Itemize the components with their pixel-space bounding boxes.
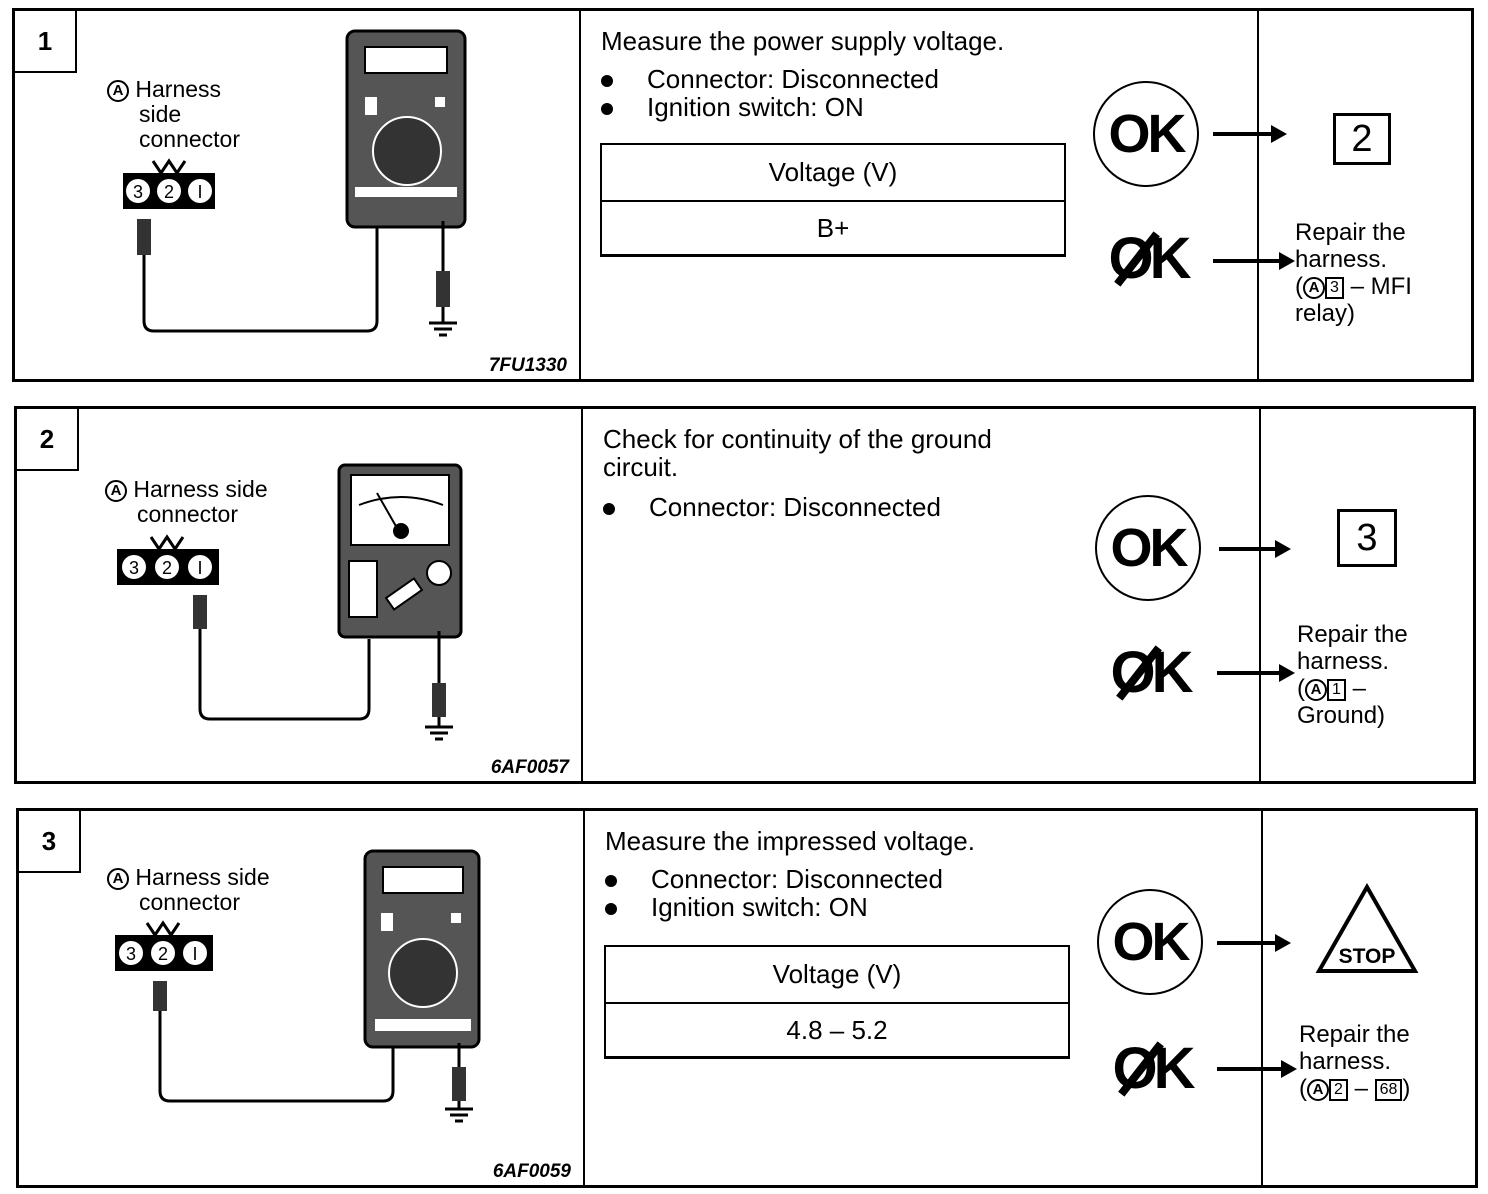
figure-panel: 1 3 2 I A Harness side c <box>15 11 581 379</box>
table-header: Voltage (V) <box>602 145 1064 202</box>
connector-a-mark: A <box>107 867 129 890</box>
figure-code: 6AF0059 <box>492 1161 571 1182</box>
figure-panel: 3 3 2 I A Harness side connector 6AF0059 <box>19 811 585 1185</box>
svg-text:2: 2 <box>162 558 172 578</box>
svg-text:2: 2 <box>158 944 168 964</box>
arrow-icon <box>1217 934 1291 952</box>
ohmmeter-diagram: 3 2 I <box>117 463 463 741</box>
result-divider <box>1257 11 1259 379</box>
arrow-icon <box>1217 1060 1297 1078</box>
ng-icon: OK <box>1110 639 1194 705</box>
table-value: 4.8 – 5.2 <box>786 1014 888 1045</box>
harness-label: A Harness side connector <box>107 865 270 915</box>
harness-label: A Harness side connector <box>105 477 268 527</box>
instruction: Measure the impressed voltage. <box>605 826 975 856</box>
svg-text:2: 2 <box>164 182 174 202</box>
stop-label: STOP <box>1339 945 1396 968</box>
result-divider <box>1259 409 1261 781</box>
figure-code: 6AF0057 <box>490 757 569 778</box>
stop-sign-icon: STOP <box>1315 883 1419 973</box>
step-number: 1 <box>15 11 77 73</box>
svg-text:I: I <box>197 182 202 202</box>
ng-icon: OK <box>1108 225 1192 291</box>
ok-icon: OK <box>1095 495 1201 601</box>
arrow-icon <box>1213 125 1287 143</box>
bullet-item: Ignition switch: ON <box>605 893 868 921</box>
voltage-table: Voltage (V) 4.8 – 5.2 <box>604 945 1070 1059</box>
svg-text:I: I <box>192 944 197 964</box>
arrow-icon <box>1213 252 1295 270</box>
bullet-item: Connector: Disconnected <box>601 65 939 93</box>
ok-icon: OK <box>1093 81 1199 187</box>
figure-code: 7FU1330 <box>488 355 567 376</box>
connector-a-mark: A <box>105 479 127 502</box>
figure-panel: 2 3 2 I A Harness side connector <box>17 409 583 781</box>
bullet-item: Connector: Disconnected <box>605 865 943 893</box>
connector-a-mark: A <box>107 79 129 102</box>
ng-icon: OK <box>1112 1035 1196 1101</box>
svg-text:3: 3 <box>126 944 136 964</box>
table-value: B+ <box>816 212 850 243</box>
step-number: 2 <box>17 409 79 471</box>
ok-icon: OK <box>1097 889 1203 995</box>
result-divider <box>1261 811 1263 1185</box>
step-1: 1 3 2 I A Harness side c <box>12 8 1474 382</box>
svg-text:I: I <box>197 558 202 578</box>
bullet-item: Connector: Disconnected <box>603 493 941 521</box>
bullet-item: Ignition switch: ON <box>601 93 864 121</box>
next-step-box: 3 <box>1337 509 1397 567</box>
next-step-box: 2 <box>1333 113 1391 165</box>
multimeter-diagram: 3 2 I <box>123 29 467 337</box>
arrow-icon <box>1217 664 1295 682</box>
voltage-table: Voltage (V) B+ <box>600 143 1066 257</box>
harness-label: A Harness side connector <box>107 77 240 152</box>
instruction: Measure the power supply voltage. <box>601 26 1005 56</box>
table-header: Voltage (V) <box>606 947 1068 1004</box>
svg-text:3: 3 <box>129 558 139 578</box>
step-number: 3 <box>19 811 81 873</box>
step-2: 2 3 2 I A Harness side connector <box>14 406 1476 784</box>
svg-text:3: 3 <box>133 182 143 202</box>
multimeter-diagram: 3 2 I <box>115 849 481 1123</box>
step-3: 3 3 2 I A Harness side connector 6AF0059… <box>16 808 1478 1188</box>
arrow-icon <box>1219 540 1291 558</box>
